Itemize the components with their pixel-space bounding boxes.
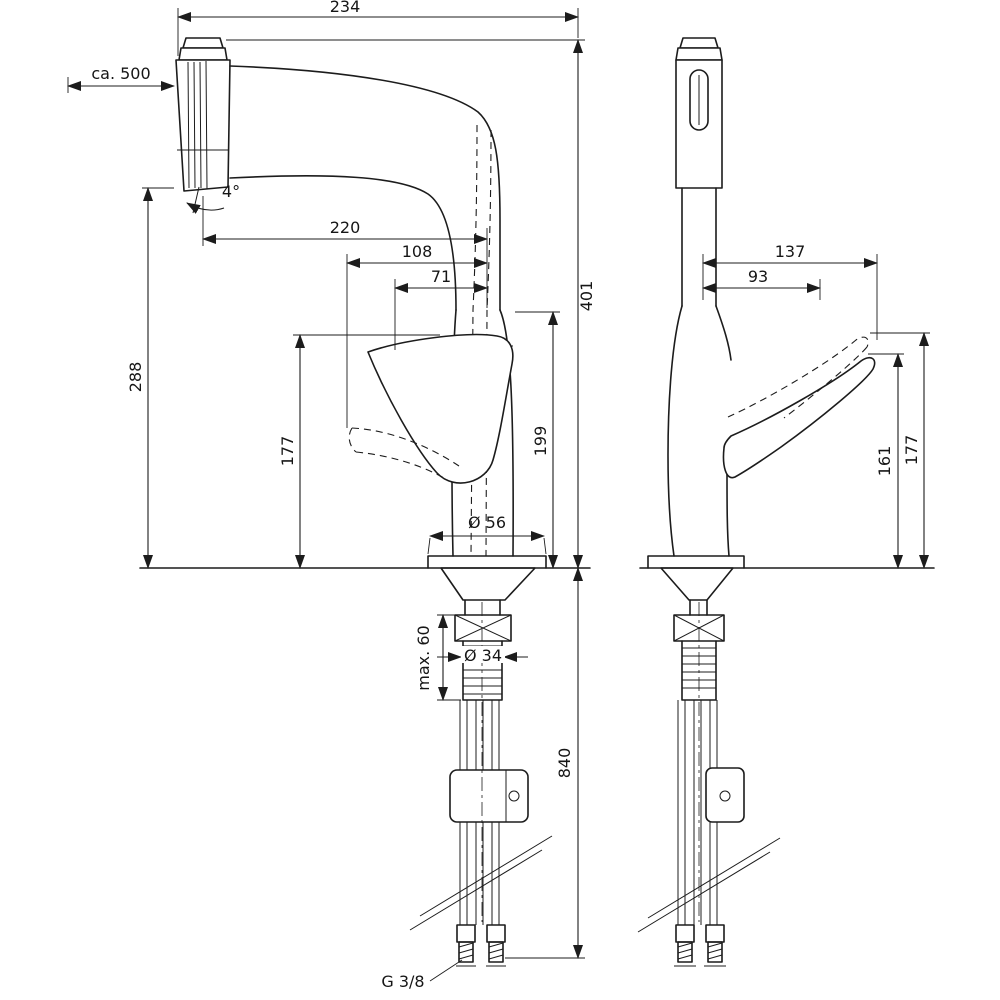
dim-side-height-177-label: 177: [902, 435, 921, 466]
hose-weight-block: [449, 769, 529, 823]
dim-hose-length-label: 840: [555, 748, 574, 779]
dim-side-reach-93-label: 93: [748, 267, 768, 286]
hoses-side: [637, 700, 781, 933]
dim-total-width: 234: [177, 0, 579, 56]
dim-reach-220-label: 220: [330, 218, 361, 237]
dim-thread-size: G 3/8: [381, 959, 463, 991]
dim-side-height-161: 161: [868, 353, 904, 569]
dim-head-angle-label: 4°: [222, 182, 240, 201]
dim-height-401: 401: [226, 39, 596, 569]
dimension-annotations: 234 ca. 500 4° 220 108 71: [67, 0, 930, 991]
dim-base-diameter-label: Ø 56: [468, 513, 506, 532]
dim-hose-length: 840: [505, 567, 585, 959]
dim-height-199: 199: [515, 311, 560, 569]
dim-reach-108: 108: [346, 242, 488, 428]
hose-connectors-side: [674, 924, 726, 967]
dim-hole-diameter-label: Ø 34: [464, 646, 502, 665]
base-escutcheon: [427, 555, 547, 601]
spray-head-side: [675, 37, 723, 189]
body-side: [667, 187, 732, 557]
spray-head: [175, 37, 231, 192]
dim-height-199-label: 199: [531, 426, 550, 457]
base-escutcheon-side: [647, 555, 745, 601]
dim-height-288: 288: [126, 187, 174, 569]
dim-side-height-177: 177: [870, 332, 930, 569]
dim-reach-220: 220: [202, 196, 488, 308]
dim-handle-height-front: 177: [278, 334, 440, 569]
dim-side-reach-137: 137: [702, 242, 878, 340]
handle-lever-side: [722, 336, 876, 479]
side-view: [637, 37, 876, 967]
dim-thread-size-label: G 3/8: [381, 972, 424, 991]
dim-height-288-label: 288: [126, 362, 145, 393]
handle-lever: [348, 333, 514, 484]
dim-handle-height-front-label: 177: [278, 436, 297, 467]
dim-reach-71-label: 71: [431, 267, 451, 286]
dim-pullout-label: ca. 500: [91, 64, 150, 83]
dim-total-width-label: 234: [330, 0, 361, 16]
dim-max-thickness-label: max. 60: [414, 625, 433, 690]
dim-side-reach-93: 93: [702, 267, 821, 300]
dim-reach-71: 71: [394, 267, 488, 350]
front-view: [175, 37, 553, 967]
dim-base-diameter: Ø 56: [427, 513, 547, 555]
dim-head-angle: 4°: [186, 182, 240, 214]
hose-connectors: [456, 924, 506, 967]
dim-height-401-label: 401: [577, 281, 596, 312]
dim-pullout: ca. 500: [67, 64, 175, 93]
dim-hole-diameter: Ø 34: [437, 646, 528, 665]
hoses-upper: [459, 700, 500, 770]
dim-max-thickness: max. 60: [414, 614, 461, 701]
dim-side-height-161-label: 161: [875, 446, 894, 477]
dim-side-reach-137-label: 137: [775, 242, 806, 261]
hoses-lower: [409, 822, 553, 931]
dim-reach-108-label: 108: [402, 242, 433, 261]
